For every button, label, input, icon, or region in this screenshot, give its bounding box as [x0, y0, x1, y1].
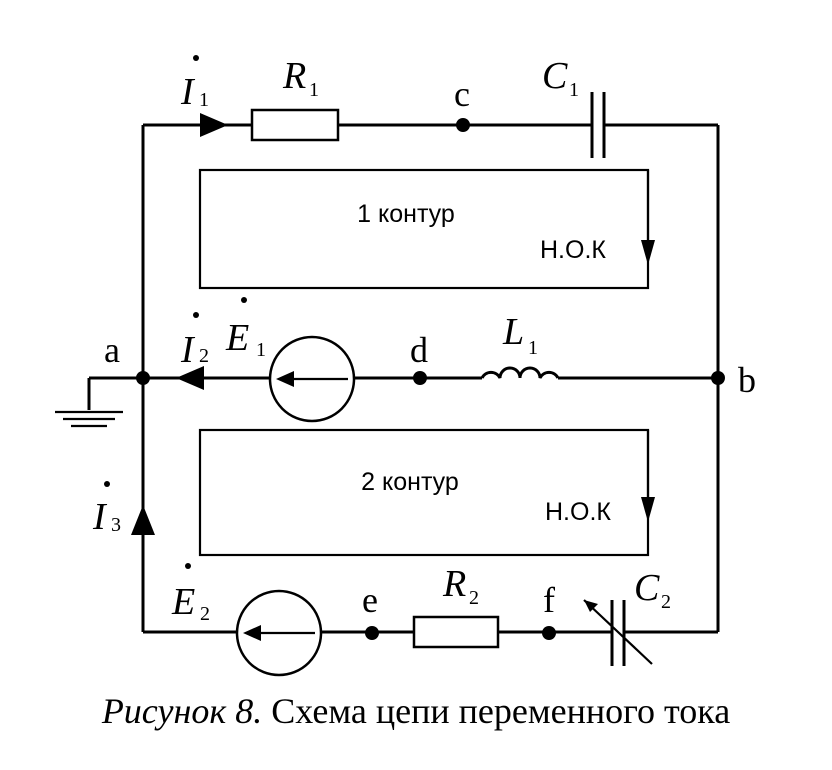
- label-i1: I 1: [180, 55, 209, 113]
- ground-symbol: [55, 410, 123, 428]
- label-e2: E 2: [171, 563, 210, 625]
- label-i3: I 3: [92, 481, 121, 538]
- loop-2-label: 2 контур: [361, 468, 459, 496]
- loop-2-direction-arrow: [641, 497, 655, 522]
- loop-1-label: 1 контур: [357, 200, 455, 228]
- node-b: [711, 371, 725, 385]
- label-c1: C 1: [542, 55, 579, 101]
- label-r1: R 1: [282, 55, 319, 101]
- svg-text:1: 1: [199, 89, 209, 111]
- node-c: [456, 118, 470, 132]
- svg-text:2: 2: [661, 591, 671, 613]
- svg-text:2: 2: [200, 603, 210, 625]
- svg-text:R: R: [282, 55, 306, 97]
- node-a: [136, 371, 150, 385]
- svg-text:1: 1: [528, 337, 538, 359]
- svg-text:1: 1: [309, 79, 319, 101]
- node-e: [365, 626, 379, 640]
- label-node-f: f: [543, 580, 555, 620]
- svg-text:I: I: [180, 329, 196, 371]
- node-d: [413, 371, 427, 385]
- label-r2: R 2: [442, 563, 479, 609]
- current-arrow-i1: [200, 113, 228, 137]
- voltage-source-e2: [235, 589, 323, 677]
- svg-text:E: E: [171, 581, 195, 623]
- svg-text:2: 2: [469, 587, 479, 609]
- capacitor-c1: [590, 92, 606, 158]
- label-node-d: d: [410, 330, 428, 370]
- nodes: [136, 118, 725, 640]
- inductor-l1: [480, 366, 560, 379]
- svg-text:1: 1: [256, 339, 266, 361]
- svg-text:I: I: [180, 71, 196, 113]
- label-node-e: e: [362, 580, 378, 620]
- svg-text:L: L: [502, 311, 524, 353]
- label-node-c: c: [454, 74, 470, 114]
- label-i2: I 2: [180, 312, 209, 371]
- figure-number: Рисунок 8.: [101, 691, 263, 731]
- label-c2: C 2: [634, 567, 671, 613]
- current-arrow-i2: [176, 366, 204, 390]
- figure-title: Схема цепи переменного тока: [262, 691, 731, 731]
- loop-1-direction-arrow: [641, 240, 655, 265]
- label-l1: L 1: [502, 311, 538, 359]
- resistor-r1: [250, 108, 340, 142]
- label-node-a: a: [104, 330, 120, 370]
- current-arrow-i3: [131, 505, 155, 535]
- svg-text:R: R: [442, 563, 466, 605]
- loop-2: 2 контур Н.О.К: [198, 428, 655, 557]
- svg-text:E: E: [225, 317, 249, 359]
- figure-caption: Рисунок 8. Схема цепи переменного тока: [0, 690, 832, 732]
- loop-2-direction-label: Н.О.К: [545, 498, 611, 526]
- svg-text:2: 2: [199, 345, 209, 367]
- svg-text:I: I: [92, 496, 108, 538]
- voltage-source-e1: [268, 335, 356, 423]
- loop-1-direction-label: Н.О.К: [540, 236, 606, 264]
- svg-text:1: 1: [569, 79, 579, 101]
- svg-text:C: C: [542, 55, 568, 97]
- label-e1: E 1: [225, 297, 266, 361]
- node-f: [542, 626, 556, 640]
- svg-text:3: 3: [111, 514, 121, 536]
- loop-1: 1 контур Н.О.К: [198, 168, 655, 290]
- variable-capacitor-c2: [583, 599, 653, 666]
- label-node-b: b: [738, 360, 756, 400]
- svg-text:C: C: [634, 567, 660, 609]
- resistor-r2: [412, 615, 500, 649]
